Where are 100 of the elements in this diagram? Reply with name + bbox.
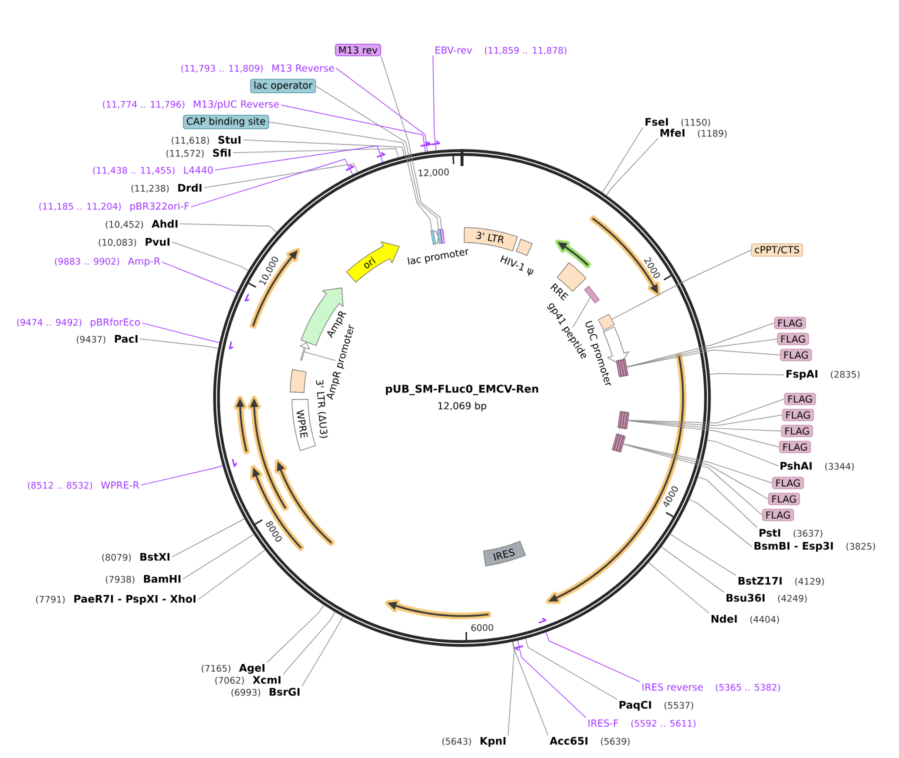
position-label: (11,185 .. 11,204) <box>39 202 121 211</box>
leader-line <box>622 444 768 500</box>
leader-line <box>162 262 237 293</box>
position-label: (5643) <box>442 738 471 746</box>
position-label: (7791) <box>36 596 65 604</box>
tick-label: 4000 <box>663 486 678 508</box>
restriction-site-label: FspAI <box>786 370 818 380</box>
feature-box <box>618 410 630 430</box>
leader-line <box>266 604 324 663</box>
leader-line <box>180 223 277 233</box>
position-label: (6993) <box>232 688 260 697</box>
position-label: (10,083) <box>98 238 136 247</box>
feature-box <box>612 433 626 453</box>
leader-line <box>142 322 220 343</box>
primer-label: IRES reverse <box>642 683 703 691</box>
leader-line <box>140 465 223 486</box>
feature-label: FLAG <box>774 316 806 330</box>
restriction-site-label: PstI <box>760 529 780 537</box>
leader-line <box>190 158 353 208</box>
leader-line <box>380 56 442 230</box>
directional-feature <box>555 240 591 268</box>
leader-line <box>268 122 432 231</box>
restriction-site-label: BsmBI - Esp3I <box>754 542 833 552</box>
feature-box <box>598 314 615 331</box>
position-label: (4404) <box>750 616 779 624</box>
leader-line <box>242 139 404 156</box>
leader-line <box>302 616 344 687</box>
restriction-site-label: StuI <box>218 136 240 144</box>
restriction-site-label: SfiI <box>213 148 230 157</box>
feature-label: FLAG <box>782 408 814 422</box>
feature-label: FLAG <box>777 332 809 346</box>
primer-label: M13 Reverse <box>272 64 334 72</box>
position-label: (3825) <box>846 542 875 551</box>
node-label: lac promoter <box>408 249 469 265</box>
leader-line <box>204 163 358 188</box>
restriction-site-label: Bsu36I <box>726 594 764 602</box>
feature-label: FLAG <box>779 440 811 454</box>
position-label: (1189) <box>698 130 727 138</box>
feature-label: CAP binding site <box>183 114 269 130</box>
leader-line <box>688 499 752 548</box>
leader-line <box>623 444 772 484</box>
leader-line <box>626 322 774 368</box>
restriction-site-label: PvuI <box>146 238 170 246</box>
node-label: HIV-1 ψ <box>500 255 534 276</box>
feature-label: FLAG <box>780 348 812 362</box>
primer-label: EBV-rev <box>436 46 472 54</box>
position-label: (11,793 .. 11,809) <box>181 64 263 73</box>
leader-line <box>709 373 784 376</box>
leader-line <box>140 338 219 349</box>
leader-line <box>517 640 586 718</box>
position-label: (11,438 .. 11,455) <box>93 166 175 175</box>
leader-line <box>172 518 245 558</box>
restriction-site-label: PaqCI <box>620 700 651 711</box>
feature-label: cPPT/CTS <box>751 243 803 257</box>
leader-line <box>280 104 426 152</box>
leader-line <box>546 632 640 682</box>
restriction-site-label: PacI <box>114 335 138 343</box>
primer-label: pBR322ori-F <box>130 202 189 212</box>
position-label: (9474 .. 9492) <box>17 318 82 327</box>
leader-line <box>508 641 515 736</box>
feature-box <box>584 286 600 304</box>
restriction-site-label: FseI <box>646 118 668 126</box>
restriction-site-label: AgeI <box>239 664 264 674</box>
position-label: (7938) <box>106 576 134 584</box>
leader-line <box>315 86 439 230</box>
feature-label: FLAG <box>784 392 816 406</box>
restriction-site-label: PaeR7I - PspXI - XhoI <box>74 594 196 605</box>
leader-line <box>304 352 336 361</box>
leader-line <box>628 420 780 448</box>
position-label: (8512 .. 8532) <box>28 482 92 490</box>
position-label: (2835) <box>830 370 860 379</box>
position-label: (5592 .. 5611) <box>631 720 696 728</box>
leader-line <box>336 68 428 152</box>
leader-line <box>612 250 752 320</box>
position-label: (7165) <box>202 664 230 673</box>
position-label: (5639) <box>600 738 630 746</box>
leader-line <box>214 145 384 170</box>
position-label: (11,238) <box>131 184 169 193</box>
leader-line <box>602 126 644 193</box>
feature-label: FLAG <box>762 508 794 522</box>
position-label: (3344) <box>825 462 854 471</box>
tick-label: 12,000 <box>418 168 449 177</box>
leader-line <box>628 414 782 426</box>
feature-label: FLAG <box>781 424 813 438</box>
restriction-site-label: KpnI <box>480 737 506 747</box>
feature-box <box>437 229 442 244</box>
restriction-site-label: BstXI <box>140 553 170 561</box>
position-label: (5537) <box>664 702 694 710</box>
node-label: 3' LTR (ΔU3) <box>316 380 328 438</box>
restriction-site-label: PshAI <box>780 462 812 470</box>
primer-label: Amp-R <box>128 258 160 267</box>
feature-box: WPRE <box>292 399 316 451</box>
feature-label: FLAG <box>772 476 804 490</box>
primer-label: IRES-F <box>588 719 618 727</box>
directional-feature: ori <box>346 241 400 283</box>
position-label: (11,859 .. 11,878) <box>484 46 566 55</box>
leader-line <box>648 562 710 614</box>
feature-label: M13 rev <box>335 44 381 56</box>
leader-line <box>698 476 758 528</box>
leader-line <box>670 534 736 576</box>
